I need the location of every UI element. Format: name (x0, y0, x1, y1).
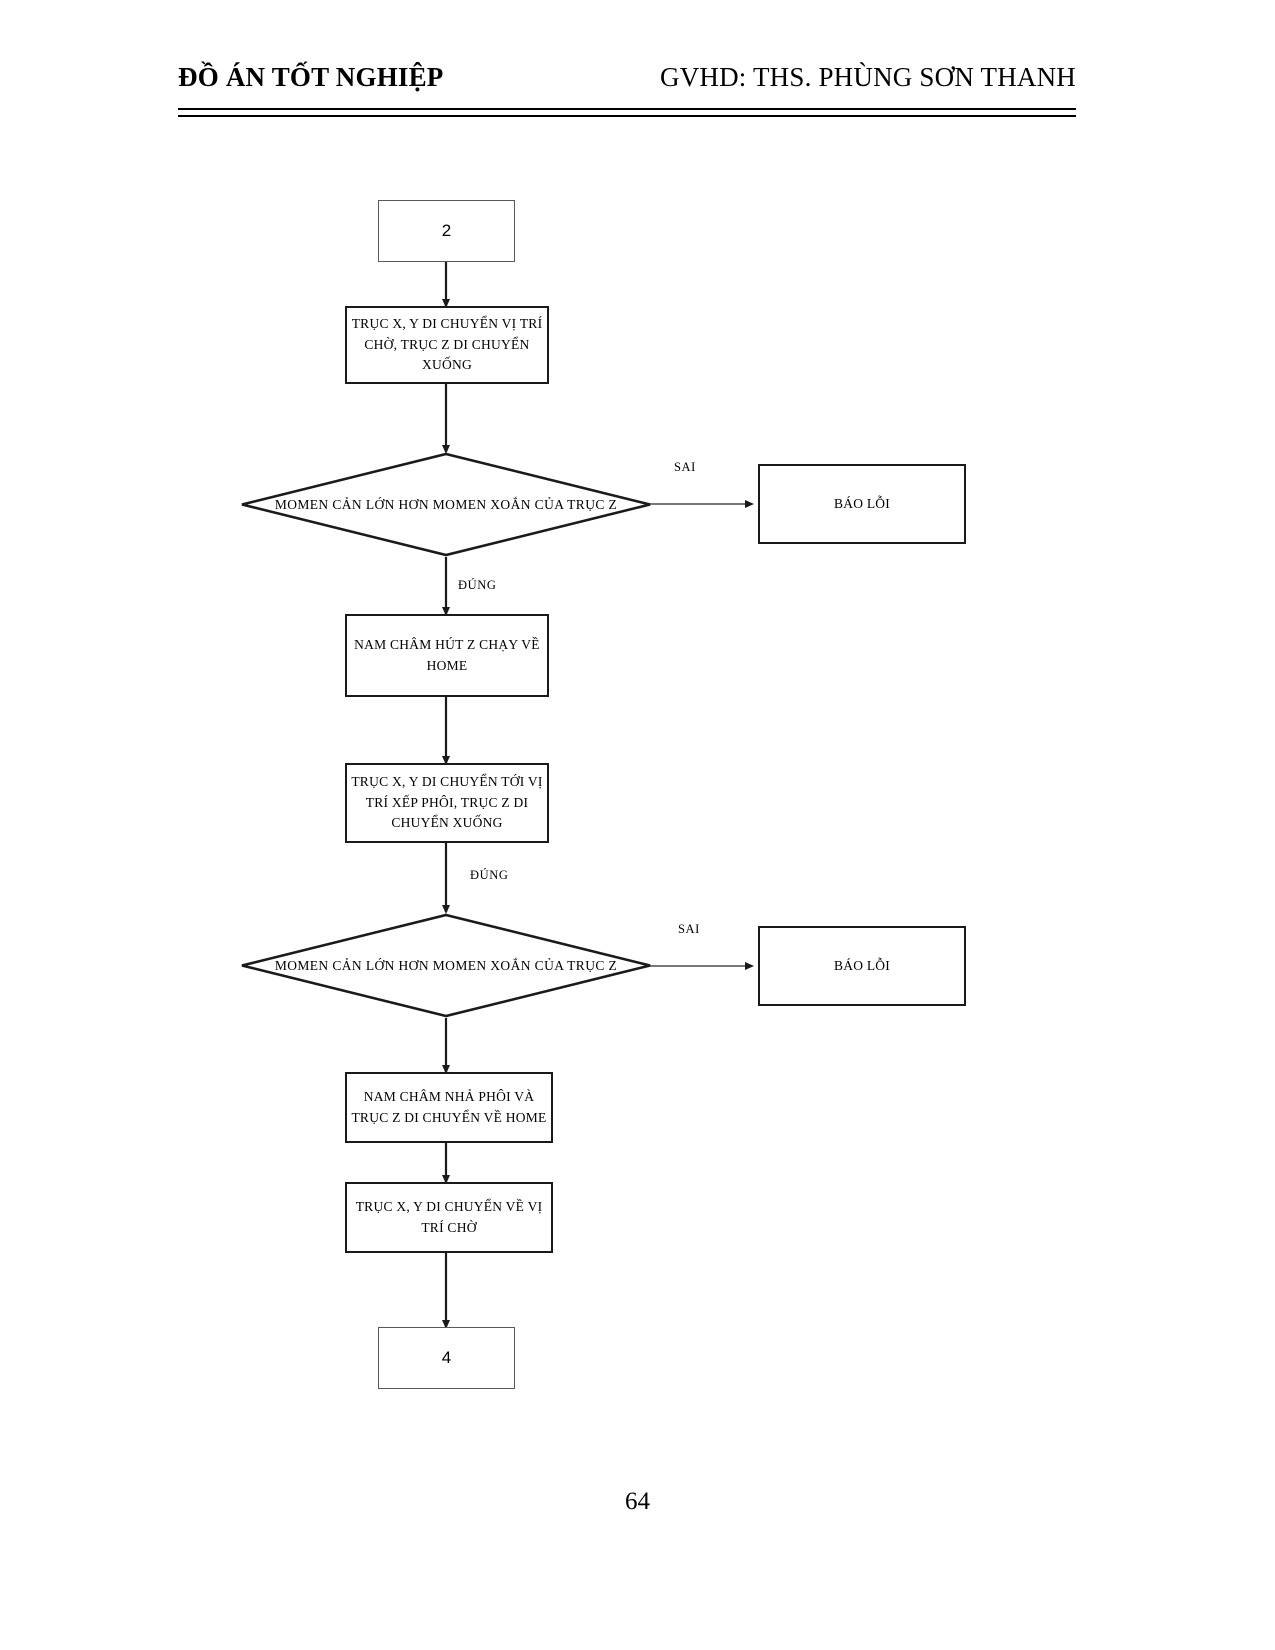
edge-label-dung-1: ĐÚNG (458, 578, 497, 592)
error-node-2[interactable]: BÁO LỖI (758, 926, 966, 1006)
edge-label-sai-1: SAI (674, 460, 696, 474)
page-header: ĐỒ ÁN TỐT NGHIỆP GVHD: THS. PHÙNG SƠN TH… (178, 62, 1076, 112)
decision-torque-check-2[interactable]: MOMEN CẢN LỚN HƠN MOMEN XOẮN CỦA TRỤC Z (240, 913, 652, 1018)
process-return-wait[interactable]: TRỤC X, Y DI CHUYỂN VỀ VỊ TRÍ CHỜ (345, 1182, 553, 1253)
page-footer: 64 (0, 1488, 1275, 1516)
diamond-shape-1 (241, 452, 651, 557)
header-left-title: ĐỒ ÁN TỐT NGHIỆP (178, 62, 444, 92)
process-move-stack-z-down[interactable]: TRỤC X, Y DI CHUYỂN TỚI VỊ TRÍ XẾP PHÔI,… (345, 763, 549, 843)
diamond-shape-2 (241, 913, 651, 1018)
process-magnet-pick-home[interactable]: NAM CHÂM HÚT Z CHẠY VỀ HOME (345, 614, 549, 697)
decision-torque-check-1-label: MOMEN CẢN LỚN HƠN MOMEN XOẮN CỦA TRỤC Z (274, 496, 618, 512)
process-return-wait-label: TRỤC X, Y DI CHUYỂN VỀ VỊ TRÍ CHỜ (355, 1198, 543, 1235)
process-move-wait-z-down[interactable]: TRỤC X, Y DI CHUYỂN VỊ TRÍ CHỜ, TRỤC Z D… (345, 306, 549, 384)
edge-label-sai-2: SAI (678, 922, 700, 936)
decision-torque-check-1[interactable]: MOMEN CẢN LỚN HƠN MOMEN XOẮN CỦA TRỤC Z (240, 452, 652, 557)
error-node-1-label: BÁO LỖI (833, 495, 891, 511)
page-number: 64 (625, 1488, 650, 1515)
header-divider (178, 108, 1076, 117)
process-magnet-pick-home-label: NAM CHÂM HÚT Z CHẠY VỀ HOME (354, 636, 540, 673)
connector-node-out-label: 4 (441, 1347, 452, 1367)
process-move-wait-z-down-label: TRỤC X, Y DI CHUYỂN VỊ TRÍ CHỜ, TRỤC Z D… (351, 315, 543, 373)
error-node-1[interactable]: BÁO LỖI (758, 464, 966, 544)
connector-node-in[interactable]: 2 (378, 200, 515, 262)
connector-node-in-label: 2 (441, 220, 452, 240)
decision-torque-check-2-label: MOMEN CẢN LỚN HƠN MOMEN XOẮN CỦA TRỤC Z (274, 957, 618, 973)
process-move-stack-z-down-label: TRỤC X, Y DI CHUYỂN TỚI VỊ TRÍ XẾP PHÔI,… (351, 773, 543, 831)
process-magnet-release-home[interactable]: NAM CHÂM NHẢ PHÔI VÀ TRỤC Z DI CHUYỂN VỀ… (345, 1072, 553, 1143)
header-right-title: GVHD: THS. PHÙNG SƠN THANH (660, 62, 1076, 92)
process-magnet-release-home-label: NAM CHÂM NHẢ PHÔI VÀ TRỤC Z DI CHUYỂN VỀ… (351, 1088, 547, 1125)
error-node-2-label: BÁO LỖI (833, 957, 891, 973)
edge-label-dung-2: ĐÚNG (470, 868, 509, 882)
connector-node-out[interactable]: 4 (378, 1327, 515, 1389)
